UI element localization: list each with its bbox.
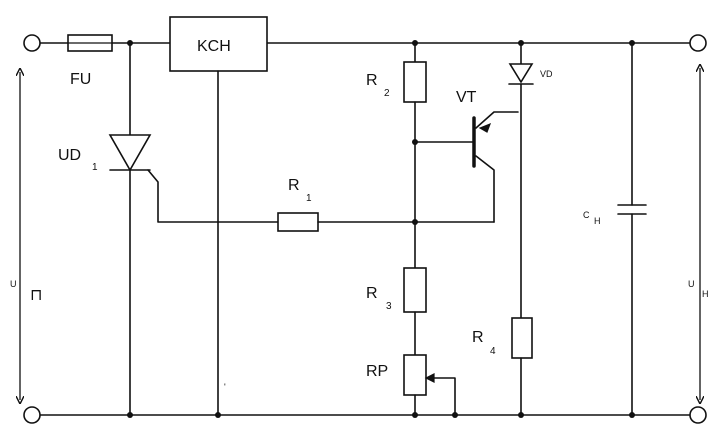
thyristor-subscript: 1 — [92, 162, 98, 173]
r2-subscript: 2 — [384, 88, 390, 99]
r1-subscript: 1 — [306, 193, 312, 204]
r1-label: R — [288, 177, 300, 194]
thyristor-label: UD — [58, 147, 81, 164]
output-terminal-bottom — [689, 406, 707, 424]
fuse-label: FU — [70, 71, 91, 88]
r4-subscript: 4 — [490, 346, 496, 357]
transistor-label: VT — [456, 89, 477, 106]
input-voltage-label: U — [10, 279, 17, 289]
resistor-r1 — [277, 212, 319, 232]
input-terminal-top — [23, 34, 41, 52]
transistor-vt — [414, 111, 519, 223]
output-terminal-top — [689, 34, 707, 52]
vd-r4-column — [508, 42, 534, 416]
resistor-r4 — [511, 317, 533, 359]
input-terminal-bottom — [23, 406, 41, 424]
diode-vd-label: VD — [540, 69, 553, 79]
regulator-block-kch — [169, 16, 268, 72]
output-voltage-label: U — [688, 279, 695, 289]
r3-label: R — [366, 285, 378, 302]
output-voltage-subscript: H — [702, 289, 709, 299]
potentiometer-rp — [403, 354, 427, 396]
divider-column — [403, 42, 456, 416]
regulator-label: KCH — [197, 38, 231, 55]
resistor-r3 — [403, 267, 427, 313]
input-voltage-subscript: ⊓ — [30, 287, 42, 304]
svg-text:': ' — [224, 382, 226, 392]
capacitor-ch — [617, 42, 647, 416]
r3-subscript: 3 — [386, 301, 392, 312]
capacitor-label: C — [583, 210, 590, 220]
r2-label: R — [366, 72, 378, 89]
junction-dots — [127, 40, 635, 418]
r4-label: R — [472, 329, 484, 346]
resistor-r2 — [403, 61, 427, 103]
thyristor-vd1 — [108, 42, 279, 416]
capacitor-subscript: H — [594, 216, 601, 226]
rp-label: RP — [366, 363, 388, 380]
